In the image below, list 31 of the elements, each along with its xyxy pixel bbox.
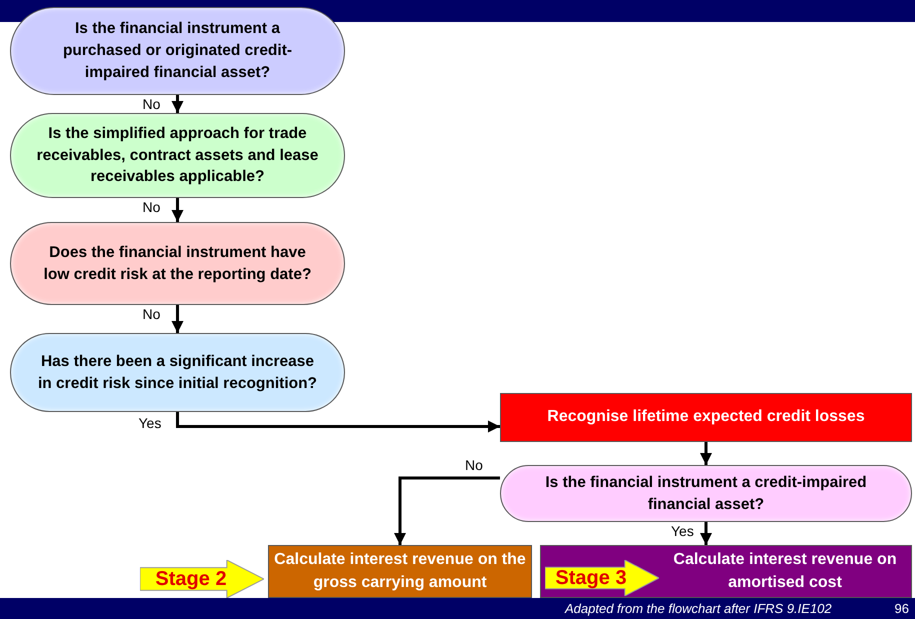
page-number: 96 [894,601,909,616]
node-text: Does the financial instrument have low credit risk at the reporting date? [42,242,312,284]
arrow [176,412,500,432]
arrow [394,476,500,545]
edge-label: Yes [138,416,162,432]
process-box [500,393,912,442]
edge-label: No [142,200,162,216]
stage-callout [545,560,659,596]
process-box [268,545,532,598]
source-note: Adapted from the flowchart after IFRS 9.IE102 [565,601,832,616]
arrow [172,198,184,222]
edge-label: Yes [670,524,695,540]
edge-label: No [142,307,162,322]
edge-label: No [464,458,484,474]
process-box [540,545,912,598]
node-text: Is the simplified approach for trade receivables, contract assets and lease receivables applicable? [36,124,320,188]
arrow [700,442,712,465]
stage-label: Stage 3 [555,566,628,591]
node-text: Calculate interest revenue on the gross carrying amount [273,550,527,592]
decision-box [500,465,912,522]
stage-label: Stage 2 [155,568,228,590]
node-text: Recognise lifetime expected credit losses [547,407,865,428]
stage-callout [140,560,264,598]
node-text: Calculate interest revenue on amortised cost [672,550,898,592]
arrow [700,522,712,545]
arrow [172,95,184,113]
edge-label: No [142,97,162,112]
arrow [172,305,184,333]
node-text: Has there been a significant increase in credit risk since initial recognition? [36,352,318,394]
node-text: Is the financial instrument a purchased or originated credit-impaired financial asset? [62,19,294,83]
node-text: Is the financial instrument a credit-impaired financial asset? [544,472,868,514]
